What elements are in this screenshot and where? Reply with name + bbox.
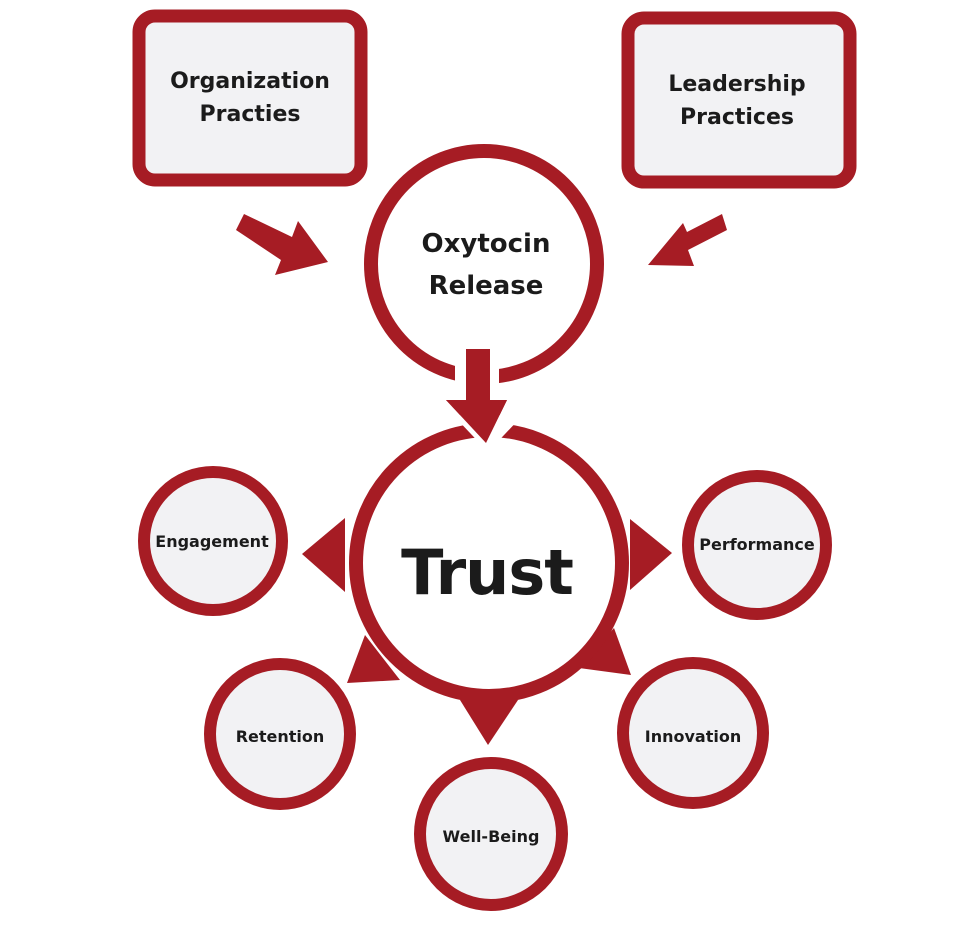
oxytocin-label-line-2: Release xyxy=(429,271,544,301)
pointer-to-engagement-icon xyxy=(302,518,345,592)
oxytocin-label-line-1: Oxytocin xyxy=(422,229,551,259)
leadership-box-shape xyxy=(621,11,857,189)
trust-label: Trust xyxy=(401,536,573,609)
outcome-performance: Performance xyxy=(682,470,832,620)
performance-circle-shape xyxy=(682,470,832,620)
organization-label-line-2: Practies xyxy=(200,102,301,127)
outcome-engagement: Engagement xyxy=(138,466,288,616)
oxytocin-release-circle: Oxytocin Release xyxy=(364,144,604,384)
engagement-circle-shape xyxy=(138,466,288,616)
organization-box-shape xyxy=(132,9,368,187)
outcome-well-being: Well-Being xyxy=(414,757,568,911)
outcome-innovation: Innovation xyxy=(617,657,769,809)
outcome-retention: Retention xyxy=(204,658,356,810)
performance-label: Performance xyxy=(699,535,815,554)
trust-core: Trust xyxy=(302,400,672,745)
trust-entry-arrowhead-icon xyxy=(446,400,507,443)
pointer-to-wellbeing-icon xyxy=(460,700,518,745)
retention-circle-shape xyxy=(204,658,356,810)
leadership-practices-box: Leadership Practices xyxy=(621,11,857,189)
innovation-circle-shape xyxy=(617,657,769,809)
pointer-to-innovation-icon xyxy=(579,628,631,675)
innovation-label: Innovation xyxy=(645,727,741,746)
wellbeing-circle-shape xyxy=(414,757,568,911)
arrow-left-to-oxytocin-icon xyxy=(236,214,328,275)
wellbeing-label: Well-Being xyxy=(443,827,540,846)
leadership-label-line-2: Practices xyxy=(680,105,794,130)
pointer-to-performance-icon xyxy=(630,519,672,590)
arrow-right-to-oxytocin-icon xyxy=(648,214,727,266)
organization-label-line-1: Organization xyxy=(170,69,330,94)
pointer-to-retention-icon xyxy=(347,635,400,683)
engagement-label: Engagement xyxy=(155,532,269,551)
oxytocin-circle-shape xyxy=(364,144,604,384)
organization-practices-box: Organization Practies xyxy=(132,9,368,187)
retention-label: Retention xyxy=(236,727,325,746)
leadership-label-line-1: Leadership xyxy=(668,72,805,97)
